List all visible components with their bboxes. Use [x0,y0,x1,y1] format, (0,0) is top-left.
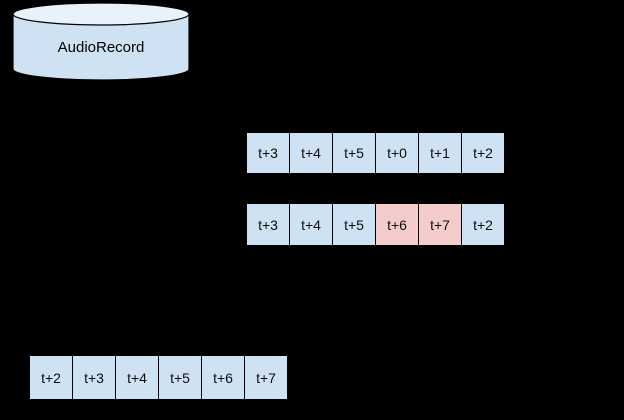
buffer-cell: t+6 [201,355,245,400]
buffer-cell: t+3 [246,203,290,246]
buffer-row-middle: t+3 t+4 t+5 t+6 t+7 t+2 [246,203,505,246]
buffer-cell: t+3 [72,355,116,400]
buffer-cell: t+4 [115,355,159,400]
cylinder-label: AudioRecord [57,38,145,56]
buffer-cell: t+3 [246,132,290,174]
buffer-row-top: t+3 t+4 t+5 t+0 t+1 t+2 [246,132,505,174]
buffer-cell: t+5 [332,132,376,174]
buffer-cell: t+2 [461,203,505,246]
buffer-cell: t+4 [289,132,333,174]
audiorecord-cylinder: AudioRecord [12,2,190,82]
buffer-cell-highlighted: t+6 [375,203,419,246]
buffer-cell: t+5 [332,203,376,246]
buffer-cell: t+5 [158,355,202,400]
buffer-cell: t+1 [418,132,462,174]
buffer-cell: t+2 [29,355,73,400]
buffer-cell: t+7 [244,355,288,400]
buffer-cell-highlighted: t+7 [418,203,462,246]
database-cylinder-icon [12,2,190,81]
buffer-cell: t+2 [461,132,505,174]
buffer-cell: t+4 [289,203,333,246]
buffer-cell: t+0 [375,132,419,174]
buffer-row-bottom: t+2 t+3 t+4 t+5 t+6 t+7 [29,355,288,400]
